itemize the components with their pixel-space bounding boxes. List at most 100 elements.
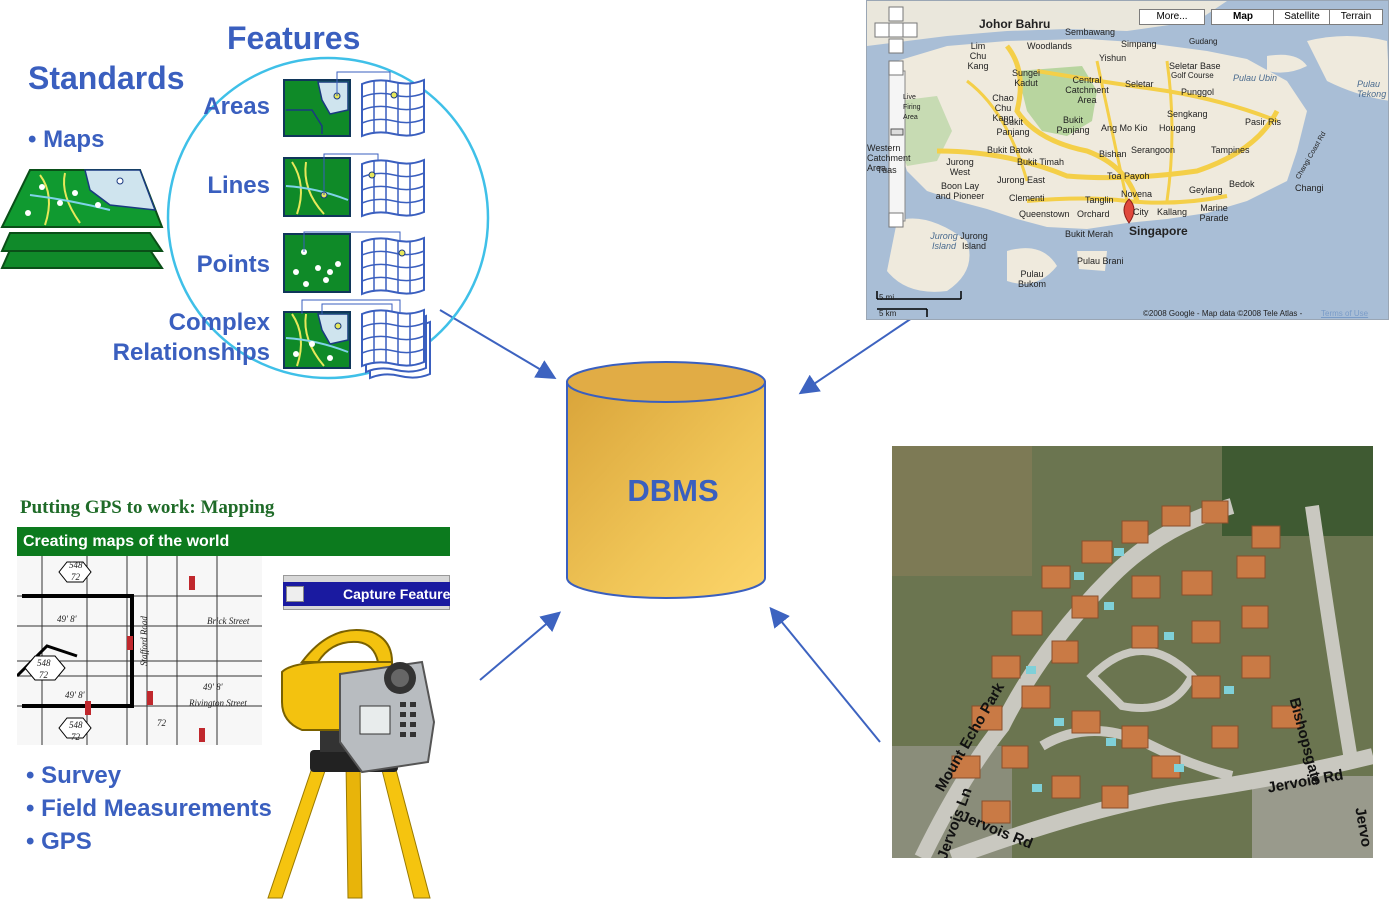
map-place-label: Yishun [1099, 53, 1127, 63]
feature-label-complex-relationships: Complex Relationships [112, 309, 270, 366]
gps-bullet-survey: • Survey [26, 762, 122, 789]
map-place-label: Novena [1121, 189, 1153, 199]
map-place-label: Clementi [1009, 193, 1045, 203]
points-icon [283, 231, 425, 296]
map-place-label: Kallang [1157, 207, 1188, 217]
arrow-aerial-to-dbms [769, 606, 881, 743]
features-title: Features [227, 20, 361, 56]
map-place-label: Bukit Panjang [996, 117, 1030, 137]
gps-map-label: Stafford Road [139, 616, 149, 666]
capture-feature-titlebar: Capture Feature [283, 582, 450, 606]
map-place-label: Chao Chu Kang [992, 93, 1014, 123]
map-place-label: Live Firing Area [903, 94, 921, 121]
gps-map-label: 548 [37, 658, 51, 668]
map-place-label: Changi [1295, 183, 1324, 193]
map-place-label: Bukit Merah [1065, 229, 1114, 239]
map-place-label: Sengkang [1167, 109, 1208, 119]
map-place-label: Orchard [1077, 209, 1110, 219]
aerial-imagery [892, 446, 1373, 858]
gps-map-label: 548 [69, 720, 83, 730]
map-place-label: Seletar Base [1169, 61, 1221, 71]
gps-title: Putting GPS to work: Mapping [20, 497, 275, 518]
map-more-button[interactable]: More... [1139, 9, 1205, 25]
map-place-label: Boon Lay and Pioneer [935, 181, 985, 201]
map-place-label: Singapore [1129, 224, 1188, 238]
map-place-label: Queenstown [1019, 209, 1070, 219]
dbms-cylinder [566, 361, 766, 599]
gps-map-label: 548 [69, 560, 83, 570]
map-place-label: Sembawang [1065, 27, 1116, 37]
map-place-label: Geylang [1189, 185, 1223, 195]
gps-map-label: Rivington Street [189, 698, 247, 708]
map-place-label: Golf Course [1171, 71, 1214, 80]
map-copyright: ©2008 Google - Map data ©2008 Tele Atlas… [1143, 309, 1303, 318]
map-place-label: Western Catchment Area [867, 143, 911, 173]
map-place-label: Toa Payoh [1107, 171, 1150, 181]
map-place-label: Woodlands [1027, 41, 1072, 51]
map-place-label: Pulau Brani [1077, 256, 1124, 266]
map-place-label: Sungei Kadut [1011, 68, 1041, 88]
map-place-label: Bukit Panjang [1056, 115, 1090, 135]
map-place-label: Jurong East [997, 175, 1046, 185]
gps-map-label: 49' 8' [65, 690, 85, 700]
gps-map-label: Brick Street [207, 616, 250, 626]
map-place-label: Jurong Island [930, 231, 958, 251]
map-place-label: Johor Bahru [979, 17, 1051, 31]
arrow-gps-to-dbms [479, 611, 562, 681]
map-place-label: Tuas [877, 165, 897, 175]
map-place-label: Bishan [1099, 149, 1127, 159]
map-place-label: Seletar [1125, 79, 1154, 89]
lines-icon [283, 153, 425, 218]
standards-bullet-maps: • Maps [28, 126, 105, 153]
map-place-label: Bedok [1229, 179, 1255, 189]
gps-bullet-field-measurements: • Field Measurements [26, 795, 272, 822]
gps-street-map: 548 72 49' 8' Brick Street 548 72 49' 8'… [17, 556, 262, 745]
map-place-label: Pasir Ris [1245, 117, 1282, 127]
map-type-terrain-button[interactable]: Terrain [1329, 9, 1383, 25]
map-place-label: Gudang [1189, 37, 1218, 46]
features-circle [166, 56, 490, 380]
complex-relationships-icon [283, 299, 431, 380]
gps-map-label: 72 [71, 572, 80, 582]
gps-map-label: 72 [71, 732, 80, 742]
dbms-label: DBMS [627, 473, 719, 508]
map-scale-km: 5 km [879, 309, 897, 318]
map-type-map-button[interactable]: Map [1211, 9, 1275, 25]
map-place-label: Pulau Bukom [1017, 269, 1046, 289]
arrow-map-to-dbms [798, 317, 913, 395]
map-place-label: Jurong Island [960, 231, 988, 251]
map-layers-icon [0, 169, 164, 269]
map-type-satellite-button[interactable]: Satellite [1273, 9, 1331, 25]
map-place-label: Central Catchment Area [1065, 75, 1109, 105]
capture-window-tab [286, 586, 304, 602]
map-place-label: Punggol [1181, 87, 1215, 97]
map-place-label: Tanglin [1085, 195, 1114, 205]
gps-map-label: 72 [39, 670, 48, 680]
feature-label-lines: Lines [207, 172, 270, 199]
gps-map-label: 49' 8' [57, 614, 77, 624]
gps-map-label: 72 [157, 718, 166, 728]
map-place-label: Lim Chu Kang [967, 41, 989, 71]
aerial-photo: Bishopsgate Mount Echo Park Jervois Rd J… [892, 446, 1373, 858]
standards-title: Standards [28, 60, 185, 96]
map-place-label: Jurong West [946, 157, 974, 177]
total-station-icon [267, 629, 436, 899]
areas-icon [283, 71, 425, 138]
map-scale-miles: 5 mi [879, 293, 895, 302]
map-place-label: Tampines [1211, 145, 1250, 155]
map-land [867, 1, 1388, 317]
map-place-label: Pulau Ubin [1233, 73, 1278, 83]
gps-map-lines [17, 556, 262, 745]
map-place-label: Bukit Timah [1017, 157, 1065, 167]
map-terms-link[interactable]: Terms of Use [1321, 309, 1369, 318]
map-place-label: Simpang [1121, 39, 1157, 49]
gps-bullet-gps: • GPS [26, 828, 92, 855]
map-place-label: Hougang [1159, 123, 1196, 133]
gps-map-label: 49' 8' [203, 682, 223, 692]
map-place-label: Serangoon [1131, 145, 1176, 155]
feature-label-areas: Areas [203, 93, 270, 120]
street-map[interactable]: More... Map Satellite Terrain Johor Bahr… [866, 0, 1389, 320]
gps-subtitle-bar: Creating maps of the world [17, 527, 450, 556]
feature-label-points: Points [196, 251, 270, 278]
map-place-label: Ang Mo Kio [1101, 123, 1148, 133]
